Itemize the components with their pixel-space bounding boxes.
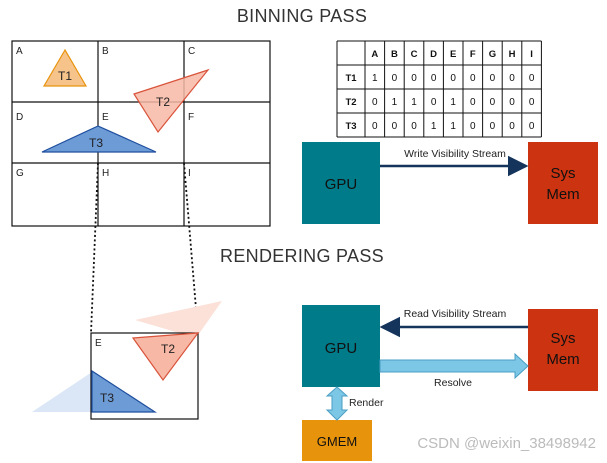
render-t2-label: T2 <box>161 342 175 356</box>
triangle-t2-label: T2 <box>156 95 170 109</box>
bin-cell-d: D <box>16 112 23 123</box>
table-cell: 0 <box>509 73 515 84</box>
resolve-arrow <box>379 352 529 380</box>
table-column-header: E <box>450 49 456 60</box>
zoom-line-left <box>90 162 99 334</box>
table-cell: 0 <box>372 121 378 132</box>
sysmem-label-bottom-line2: Mem <box>546 351 579 368</box>
table-column-header: A <box>371 49 378 60</box>
table-cell: 0 <box>411 73 417 84</box>
bin-cell-e: E <box>102 112 109 123</box>
rendering-pass-title: RENDERING PASS <box>220 246 384 266</box>
table-cell: 0 <box>431 73 437 84</box>
table-column-header: I <box>530 49 533 60</box>
table-cell: 0 <box>431 97 437 108</box>
triangle-t2 <box>133 68 210 134</box>
binning-pass-title: BINNING PASS <box>237 6 367 26</box>
resolve-label: Resolve <box>434 377 472 389</box>
table-cell: 1 <box>411 97 417 108</box>
table-cell: 0 <box>490 121 496 132</box>
table-row-label: T1 <box>345 73 357 84</box>
table-cell: 1 <box>450 97 456 108</box>
triangle-t3 <box>41 125 157 153</box>
sysmem-label-top-line1: Sys <box>550 165 575 182</box>
bin-cell-f: F <box>188 112 194 123</box>
table-cell: 0 <box>392 73 398 84</box>
read-visibility-label: Read Visibility Stream <box>404 308 507 320</box>
table-column-header: H <box>509 49 516 60</box>
table-cell: 1 <box>392 97 398 108</box>
render-label: Render <box>349 397 384 409</box>
table-column-header: F <box>470 49 476 60</box>
triangle-t3-outside <box>32 372 92 412</box>
table-cell: 0 <box>529 97 535 108</box>
bin-cell-b: B <box>102 46 109 57</box>
table-cell: 0 <box>392 121 398 132</box>
table-row-label: T2 <box>345 97 356 108</box>
bin-cell-a: A <box>16 46 23 57</box>
gpu-label-top: GPU <box>325 176 358 193</box>
render-arrow <box>325 386 349 421</box>
table-cell: 0 <box>470 97 476 108</box>
table-column-header: G <box>489 49 496 60</box>
table-cell: 0 <box>450 73 456 84</box>
table-cell: 0 <box>509 97 515 108</box>
table-cell: 0 <box>490 97 496 108</box>
zoom-line-right <box>183 162 199 334</box>
write-visibility-label: Write Visibility Stream <box>404 148 506 160</box>
sysmem-label-bottom-line1: Sys <box>550 330 575 347</box>
table-cell: 0 <box>470 73 476 84</box>
table-column-header: C <box>411 49 418 60</box>
gpu-box-bottom <box>302 305 380 387</box>
table-cell: 0 <box>372 97 378 108</box>
triangle-t3-clipped <box>91 369 158 413</box>
gmem-label: GMEM <box>317 434 357 449</box>
table-row-label: T3 <box>345 121 356 132</box>
table-cell: 1 <box>431 121 437 132</box>
table-cell: 1 <box>450 121 456 132</box>
triangle-t1-label: T1 <box>58 69 72 83</box>
gpu-label-bottom: GPU <box>325 340 358 357</box>
render-bin-label: E <box>95 338 102 349</box>
bin-cell-h: H <box>102 168 109 179</box>
table-cell: 0 <box>529 73 535 84</box>
bin-cell-i: I <box>188 168 191 179</box>
table-cell: 0 <box>411 121 417 132</box>
table-cell: 0 <box>470 121 476 132</box>
table-column-header: D <box>430 49 437 60</box>
sysmem-label-top-line2: Mem <box>546 186 579 203</box>
watermark: CSDN @weixin_38498942 <box>417 435 596 452</box>
triangle-t2-clipped <box>131 332 200 382</box>
table-cell: 0 <box>490 73 496 84</box>
gmem-box <box>302 420 372 461</box>
bin-cell-c: C <box>188 46 195 57</box>
table-column-header: B <box>391 49 398 60</box>
triangle-t1 <box>42 48 88 87</box>
table-cell: 0 <box>529 121 535 132</box>
table-cell: 0 <box>509 121 515 132</box>
sysmem-box-bottom <box>528 309 598 391</box>
bin-cell-g: G <box>16 168 24 179</box>
triangle-t2-outside <box>135 301 222 338</box>
table-cell: 1 <box>372 73 378 84</box>
render-t3-label: T3 <box>100 391 114 405</box>
triangle-t3-label: T3 <box>89 136 103 150</box>
bin-grid <box>11 40 271 227</box>
gpu-box-top <box>302 142 380 224</box>
sysmem-box-top <box>528 142 598 224</box>
